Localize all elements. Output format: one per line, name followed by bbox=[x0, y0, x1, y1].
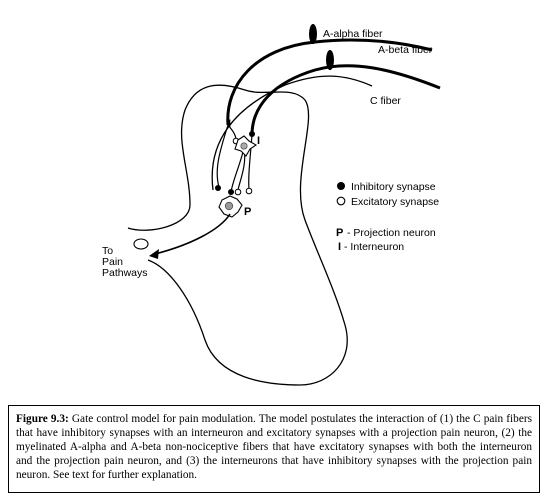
central-canal-oval bbox=[133, 238, 149, 250]
legend-i-key: I bbox=[338, 241, 341, 253]
interneuron-axon-1 bbox=[230, 147, 245, 193]
inhibitory-synapse bbox=[249, 131, 255, 137]
legend-p-key: P bbox=[336, 227, 343, 239]
legend-i-text: - Interneuron bbox=[344, 241, 404, 253]
inhibitory-synapse bbox=[215, 185, 221, 191]
excitatory-synapse bbox=[234, 188, 242, 196]
interneuron bbox=[234, 135, 258, 157]
excitatory-synapse bbox=[245, 187, 253, 195]
a-alpha-label: A-alpha fiber bbox=[323, 28, 383, 40]
interneuron-label-left: I bbox=[228, 118, 231, 130]
caption-text: Gate control model for pain modulation. … bbox=[16, 413, 532, 481]
projection-label: P bbox=[244, 206, 251, 218]
a-beta-fiber bbox=[250, 64, 441, 136]
output-axon bbox=[154, 213, 231, 255]
figure-caption: Figure 9.3: Gate control model for pain … bbox=[8, 405, 540, 493]
legend: Inhibitory synapse Excitatory synapse P … bbox=[336, 181, 439, 253]
legend-excitatory-text: Excitatory synapse bbox=[351, 196, 439, 208]
output-label-line-2: Pain bbox=[102, 256, 123, 268]
a-beta-label: A-beta fiber bbox=[378, 44, 433, 56]
c-fiber-label: C fiber bbox=[370, 95, 401, 107]
interneuron-label-right: I bbox=[257, 135, 260, 147]
caption-label: Figure 9.3: bbox=[16, 413, 69, 425]
legend-p-text: - Projection neuron bbox=[347, 227, 436, 239]
c-fiber bbox=[211, 75, 373, 191]
branch-right-1 bbox=[248, 134, 253, 191]
legend-inhibitory-text: Inhibitory synapse bbox=[351, 181, 436, 193]
legend-inhibitory-marker bbox=[337, 182, 345, 190]
output-label-line-3: Pathways bbox=[102, 267, 148, 279]
gate-control-diagram: A-alpha fiber A-beta fiber C fiber I I P… bbox=[102, 24, 441, 386]
output-label-line-1: To bbox=[102, 245, 113, 257]
output-arrowhead bbox=[149, 249, 159, 259]
legend-excitatory-marker bbox=[336, 196, 346, 206]
branch-left-1 bbox=[216, 124, 229, 188]
inhibitory-synapse bbox=[228, 189, 234, 195]
spinal-cord-outline bbox=[127, 84, 348, 386]
projection-neuron bbox=[218, 195, 243, 218]
